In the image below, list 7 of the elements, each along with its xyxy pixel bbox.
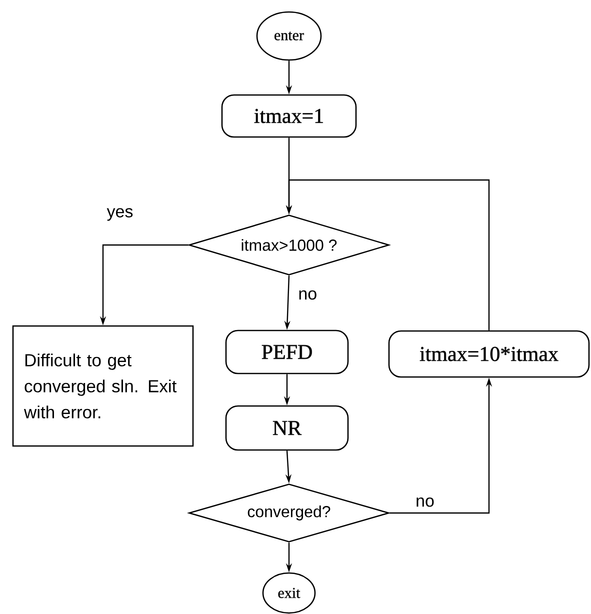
edge-label: no bbox=[414, 496, 436, 508]
process-box: PEFD bbox=[225, 330, 349, 374]
edge-label: no bbox=[297, 289, 318, 301]
terminal-oval: enter bbox=[256, 11, 322, 61]
edge-label: yes bbox=[106, 207, 134, 222]
terminal-oval: exit bbox=[262, 572, 316, 614]
message-box: Difficult to get converged sln. Exit with error. bbox=[12, 325, 194, 447]
